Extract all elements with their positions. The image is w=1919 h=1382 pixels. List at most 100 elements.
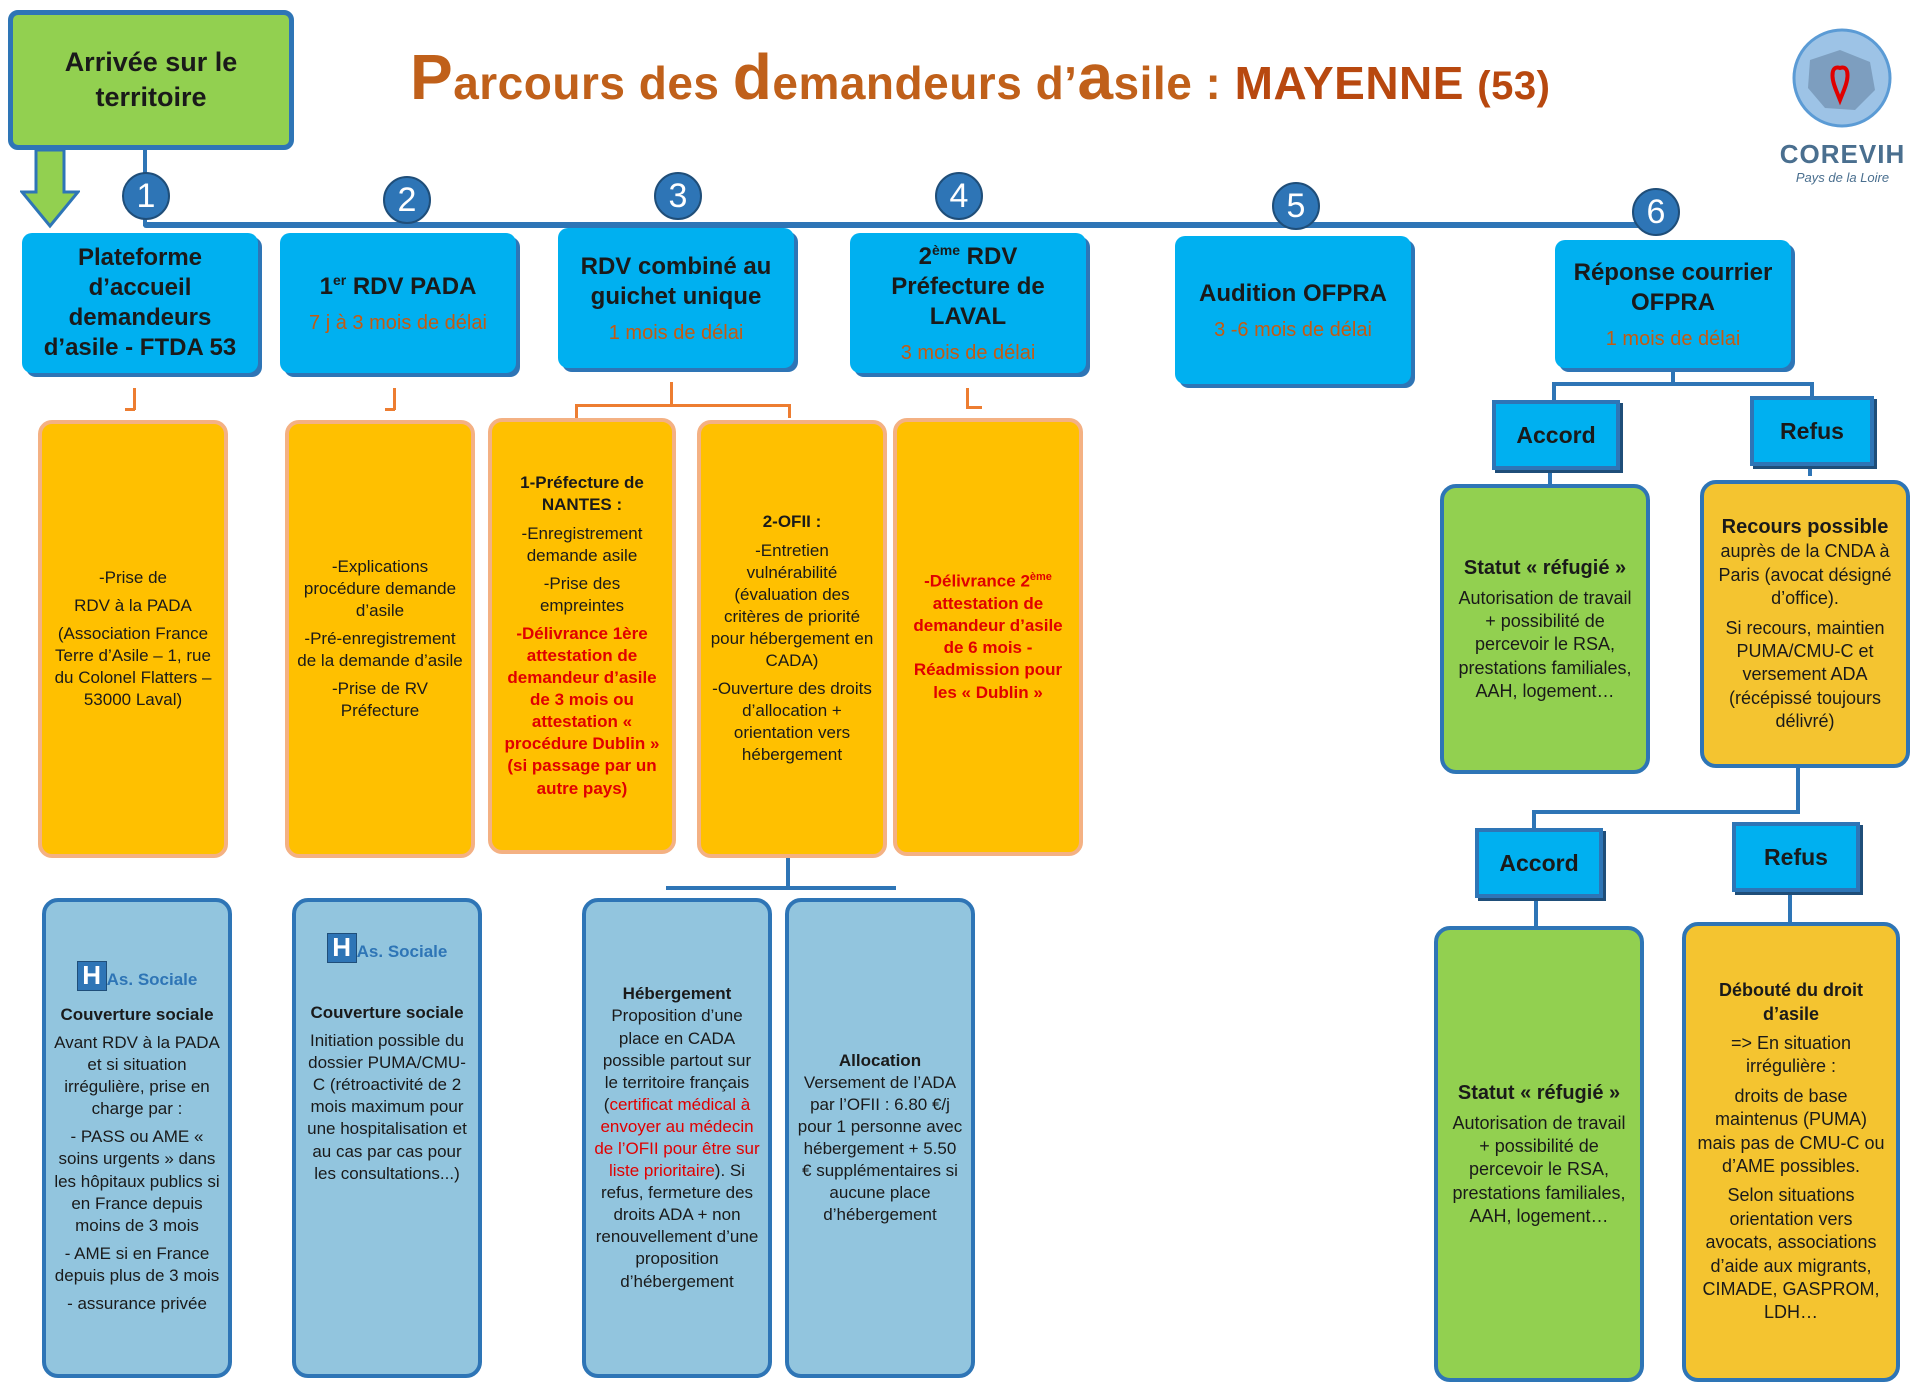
connector (966, 388, 969, 408)
box-highlight: certificat médical à envoyer au médecin … (594, 1094, 760, 1181)
timeline (143, 222, 1663, 228)
box-text: (Association France Terre d’Asile – 1, r… (54, 623, 212, 710)
connector (1671, 368, 1675, 384)
connector (575, 404, 790, 407)
appeal-box: Recours possible auprès de la CNDA à Par… (1700, 480, 1910, 768)
step-delay: 7 j à 3 mois de délai (309, 311, 487, 334)
box-text: => En situation irrégulière : (1730, 1033, 1852, 1077)
step-4-box: 2ème RDV Préfecture de LAVAL 3 mois de d… (850, 233, 1086, 373)
orange-box-1: -Prise de RDV à la PADA (Association Fra… (38, 420, 228, 858)
connector (1534, 898, 1538, 926)
refugee-status-box-1: Statut « réfugié » Autorisation de trava… (1440, 484, 1650, 774)
box-heading: Statut « réfugié » (1457, 1081, 1621, 1104)
connector (788, 404, 791, 418)
connector (1808, 462, 1812, 476)
box-text: -Délivrance 2 (924, 572, 1030, 592)
connector (393, 388, 396, 410)
page-title: Parcours des demandeurs d’asile : MAYENN… (410, 40, 1550, 114)
box-heading: 1-Préfecture de NANTES : (520, 473, 644, 515)
housing-box: Hébergement Proposition d’une place en C… (582, 898, 772, 1378)
box-text: -Prise de (98, 567, 168, 587)
connector (1788, 894, 1792, 922)
box-heading: Couverture sociale (310, 1003, 464, 1022)
connector (133, 388, 136, 410)
step-5-box: Audition OFPRA 3 -6 mois de délai (1175, 236, 1411, 384)
connector (666, 886, 896, 890)
social-label: As. Sociale (106, 969, 198, 989)
box-text: -Pré-enregistrement de la demande d’asil… (297, 628, 463, 671)
title-department: MAYENNE (1234, 57, 1464, 109)
title-part: sile : (1113, 57, 1235, 109)
orange-box-3: 1-Préfecture de NANTES : -Enregistrement… (488, 418, 676, 854)
step-delay: 3 mois de délai (900, 341, 1036, 364)
step-title-part: 1 (319, 272, 333, 300)
box-text: Proposition d’une place en CADA possible… (594, 1005, 760, 1292)
box-heading: Hébergement (622, 984, 732, 1004)
box-heading: Débouté du droit d’asile (1719, 980, 1863, 1024)
box-text: Autorisation de travail + possibilité de… (1458, 587, 1632, 702)
rejected-box: Débouté du droit d’asile => En situation… (1682, 922, 1900, 1382)
step-number: 3 (654, 172, 702, 220)
connector (1796, 768, 1800, 812)
box-text: Initiation possible du dossier PUMA/CMU-… (307, 1031, 467, 1183)
step-title-part: RDV PADA (346, 272, 477, 300)
title-part: emandeurs d’ (772, 57, 1078, 109)
logo-subtitle: Pays de la Loire (1795, 170, 1890, 185)
box-text: -Prise de RV Préfecture (331, 679, 429, 721)
box-text: attestation de demandeur d’asile de 6 mo… (913, 594, 1063, 702)
step-number: 6 (1632, 188, 1680, 236)
connector (1532, 810, 1536, 828)
step-title-part: 2 (918, 242, 932, 270)
box-text: Si recours, maintien PUMA/CMU-C et verse… (1725, 617, 1885, 732)
step-number: 2 (383, 176, 431, 224)
step-title-sup: ème (931, 241, 961, 258)
step-1-box: Plateforme d’accueil demandeurs d’asile … (22, 233, 258, 373)
connector (1552, 382, 1556, 400)
box-heading: Allocation (838, 1050, 922, 1070)
step-title: RDV combiné au guichet unique (580, 252, 772, 310)
arrow-down-icon (20, 150, 80, 229)
box-text: - AME si en France depuis plus de 3 mois (54, 1243, 220, 1285)
refus-label: Refus (1750, 396, 1874, 466)
box-text: Autorisation de travail + possibilité de… (1452, 1112, 1626, 1227)
box-text: -Explications procédure demande d’asile (303, 556, 457, 620)
allowance-box: Allocation Versement de l’ADA par l’OFII… (785, 898, 975, 1378)
box-text: droits de base maintenus (PUMA) mais pas… (1697, 1085, 1885, 1176)
box-text: auprès de la CNDA à Paris (avocat désign… (1718, 541, 1892, 609)
step-title: Réponse courrier OFPRA (1573, 258, 1773, 316)
orange-box-2: -Explications procédure demande d’asile … (285, 420, 475, 858)
box-text: Versement de l’ADA par l’OFII : 6.80 €/j… (797, 1072, 963, 1225)
connector (670, 382, 673, 406)
title-department-number: (53) (1477, 64, 1551, 108)
step-title: Plateforme d’accueil demandeurs d’asile … (43, 244, 237, 361)
connector (385, 408, 395, 411)
box-text: - PASS ou AME « soins urgents » dans les… (54, 1127, 220, 1235)
connector (575, 404, 578, 418)
box-text: -Entretien vulnérabilité (évaluation des… (710, 540, 874, 671)
orange-box-4: 2-OFII : -Entretien vulnérabilité (évalu… (697, 420, 887, 858)
accord-label: Accord (1475, 828, 1603, 898)
box-text: -Prise des empreintes (539, 573, 625, 615)
step-title: 2ème RDV Préfecture de LAVAL (856, 242, 1080, 332)
hospital-icon: H (326, 932, 357, 963)
box-text: -Enregistrement demande asile (521, 523, 643, 565)
box-text: Avant RDV à la PADA et si situation irré… (54, 1032, 220, 1119)
connector (786, 858, 790, 888)
box-highlight: -Délivrance 1ère attestation de demandeu… (504, 623, 660, 798)
step-title-sup: er (332, 271, 347, 288)
arrival-box: Arrivée sur le territoire (8, 10, 294, 150)
box-text-part: Proposition d’une place en CADA possible… (602, 1006, 752, 1114)
step-delay: 1 mois de délai (1605, 327, 1741, 350)
logo-name: COREVIH (1779, 139, 1906, 169)
orange-box-5: -Délivrance 2ème attestation de demandeu… (893, 418, 1083, 856)
connector (1552, 382, 1814, 386)
step-3-box: RDV combiné au guichet unique 1 mois de … (558, 228, 794, 368)
box-heading: 2-OFII : (762, 512, 822, 532)
box-heading: Couverture sociale (60, 1004, 214, 1024)
step-number: 5 (1272, 182, 1320, 230)
box-text: -Ouverture des droits d’allocation + ori… (712, 679, 872, 765)
logo-globe-icon (1792, 28, 1892, 128)
